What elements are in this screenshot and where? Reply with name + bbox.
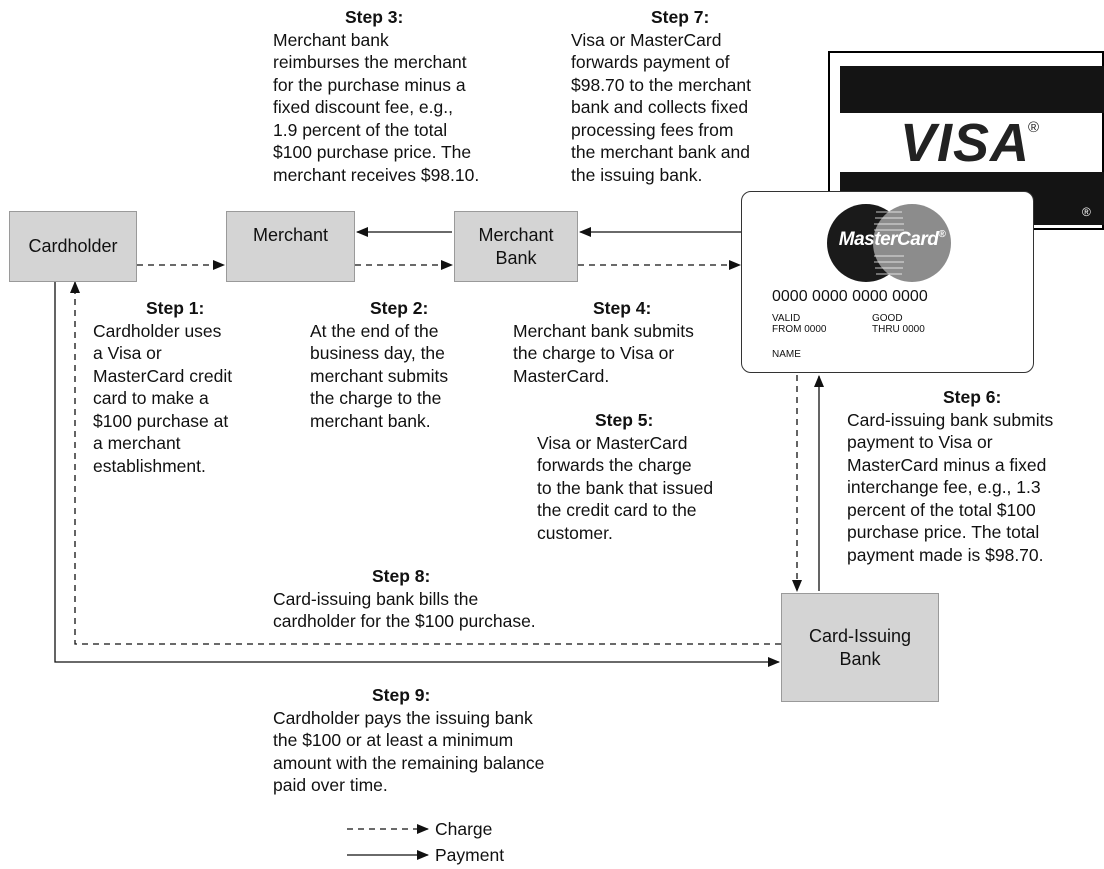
- step-1-line: card to make a: [93, 388, 209, 408]
- step-1-line: $100 purchase at: [93, 410, 229, 431]
- charge-arrow-issuing-bank-to-cardholder: [70, 281, 781, 645]
- step-4-line: Merchant bank submits: [513, 320, 694, 341]
- step-2-text: Step 2: At the end of the business day, …: [310, 297, 448, 432]
- visa-top-band: [840, 66, 1104, 113]
- step-3-title: Step 3:: [345, 7, 404, 27]
- step-2-line: At the end of the: [310, 320, 439, 341]
- step-3-line: reimburses the merchant: [273, 52, 467, 72]
- step-7-line: $98.70 to the merchant: [571, 74, 751, 95]
- step-9-line: amount with the remaining balance: [273, 752, 545, 773]
- step-7-title: Step 7:: [651, 7, 710, 27]
- step-6-line: payment to Visa or: [847, 432, 993, 452]
- step-8-text: Step 8: Card-issuing bank bills the card…: [273, 565, 536, 633]
- step-6-line: interchange fee, e.g., 1.3: [847, 477, 1041, 497]
- step-6-line: percent of the total $100: [847, 499, 1036, 520]
- visa-registered-mark: ®: [1028, 119, 1040, 136]
- step-1-text: Step 1: Cardholder uses a Visa or Master…: [93, 297, 232, 477]
- step-9-title: Step 9:: [372, 685, 431, 705]
- visa-registered-mark-band: ®: [1082, 205, 1091, 219]
- step-5-line: Visa or MasterCard: [537, 432, 688, 453]
- merchant-bank-label: Merchant Bank: [478, 224, 554, 268]
- step-7-line: the merchant bank and: [571, 142, 751, 162]
- legend-charge-label: Charge: [435, 819, 493, 839]
- step-4-line: MasterCard.: [513, 365, 610, 386]
- step-2-line: merchant bank.: [310, 410, 431, 431]
- step-3-line: 1.9 percent of the total: [273, 119, 448, 140]
- step-2-title: Step 2:: [370, 298, 429, 318]
- step-7-text: Step 7: Visa or MasterCard forwards paym…: [571, 6, 751, 186]
- step-7-line: processing fees from: [571, 119, 734, 140]
- step-7-line: forwards payment of: [571, 52, 730, 72]
- step-5-text: Step 5: Visa or MasterCard forwards the …: [537, 409, 713, 544]
- step-5-title: Step 5:: [595, 410, 654, 430]
- step-6-line: payment made is $98.70.: [847, 544, 1044, 565]
- step-5-line: forwards the charge: [537, 455, 692, 475]
- step-6-title: Step 6:: [943, 387, 1002, 407]
- step-7-line: Visa or MasterCard: [571, 29, 722, 50]
- step-1-line: establishment.: [93, 455, 206, 476]
- mastercard-logo-text: MasterCard®: [827, 229, 957, 251]
- card-issuing-bank-box: Card-Issuing Bank: [781, 593, 939, 702]
- merchant-box: Merchant: [226, 211, 355, 282]
- card-number: 0000 0000 0000 0000: [772, 288, 928, 305]
- step-1-line: MasterCard credit: [93, 365, 233, 386]
- cardholder-box: Cardholder: [9, 211, 137, 282]
- mastercard-circles-icon: [827, 204, 951, 282]
- step-3-line: $100 purchase price. The: [273, 142, 472, 162]
- mastercard-registered-mark: ®: [938, 229, 946, 240]
- step-2-line: business day, the: [310, 343, 445, 363]
- good-thru: GOOD THRU 0000: [872, 313, 925, 335]
- step-1-line: a Visa or: [93, 343, 162, 363]
- legend-payment-label: Payment: [435, 845, 505, 865]
- cardholder-name: NAME: [772, 349, 801, 360]
- step-7-line: bank and collects fixed: [571, 97, 749, 117]
- payment-arrow-cardholder-to-issuing-bank: [54, 282, 780, 667]
- step-3-text: Step 3: Merchant bank reimburses the mer…: [273, 6, 479, 186]
- step-9-line: Cardholder pays the issuing bank: [273, 707, 533, 728]
- step-8-line: cardholder for the $100 purchase.: [273, 611, 536, 631]
- step-5-line: the credit card to the: [537, 500, 697, 520]
- step-6-text: Step 6: Card-issuing bank submits paymen…: [847, 386, 1053, 566]
- step-1-line: Cardholder uses: [93, 320, 222, 341]
- step-8-line: Card-issuing bank bills the: [273, 588, 479, 609]
- visa-logo-text: VISA: [900, 113, 1031, 173]
- mastercard-brand: MasterCard: [838, 229, 939, 250]
- mastercard-card-image: MasterCard® 0000 0000 0000 0000 VALID FR…: [741, 191, 1034, 373]
- step-5-line: to the bank that issued: [537, 477, 714, 498]
- step-6-line: MasterCard minus a fixed: [847, 454, 1047, 475]
- step-2-line: merchant submits: [310, 365, 449, 386]
- step-1-title: Step 1:: [146, 298, 205, 318]
- step-9-line: paid over time.: [273, 775, 388, 795]
- step-1-line: a merchant: [93, 433, 181, 453]
- step-8-title: Step 8:: [372, 566, 431, 586]
- card-issuing-bank-label: Card-Issuing Bank: [808, 625, 912, 669]
- valid-from: VALID FROM 0000: [772, 313, 827, 335]
- cardholder-label: Cardholder: [28, 236, 118, 256]
- step-9-text: Step 9: Cardholder pays the issuing bank…: [273, 684, 544, 797]
- merchant-label: Merchant: [252, 225, 329, 245]
- step-7-line: the issuing bank.: [571, 164, 703, 185]
- step-4-title: Step 4:: [593, 298, 652, 318]
- step-3-line: for the purchase minus a: [273, 74, 466, 95]
- step-2-line: the charge to the: [310, 388, 442, 408]
- step-9-line: the $100 or at least a minimum: [273, 730, 514, 750]
- step-6-line: Card-issuing bank submits: [847, 409, 1054, 430]
- merchant-bank-box: Merchant Bank: [454, 211, 578, 282]
- step-6-line: purchase price. The total: [847, 522, 1040, 542]
- step-3-line: Merchant bank: [273, 29, 389, 50]
- step-3-line: merchant receives $98.10.: [273, 164, 480, 185]
- step-5-line: customer.: [537, 522, 613, 543]
- step-3-line: fixed discount fee, e.g.,: [273, 97, 453, 117]
- step-4-line: the charge to Visa or: [513, 343, 675, 363]
- step-4-text: Step 4: Merchant bank submits the charge…: [513, 297, 694, 387]
